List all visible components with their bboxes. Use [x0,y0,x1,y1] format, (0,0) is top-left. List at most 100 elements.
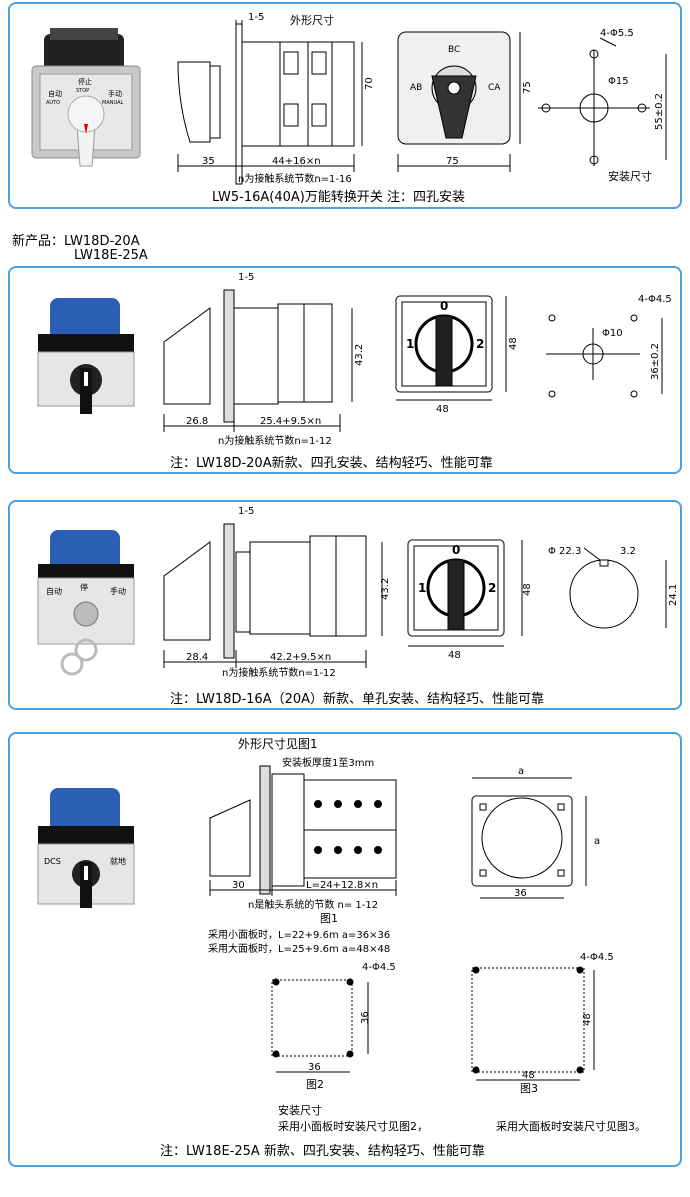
lw18d20-mount-diagram [546,314,663,398]
new-products-line1: 新产品：LW18D-20A [12,234,140,249]
lw18d20-dim-25: 25.4+9.5×n [260,416,321,427]
lw18e-outline-ref: 外形尺寸见图1 [238,737,318,751]
lw18d16-pos-2: 2 [488,581,496,595]
photo-local: 就地 [110,856,126,866]
panel-lw5: 停止 STOP 自动 AUTO 手动 MANUAL [8,2,682,209]
lw18d20-pos-2: 2 [476,337,484,351]
lw18d16-front-view [407,539,523,647]
lw18e-dim-L: L=24+12.8×n [306,880,378,891]
lw18e-fig3-diagram [471,966,595,1081]
lw18d16-pos-0: 0 [452,543,460,557]
photo-auto: 自动 [48,89,62,98]
photo-manual: 手动 [108,89,122,98]
lw5-mount-label: 安装尺寸 [608,169,652,183]
panel-lw18d-20a: 1-5 43.2 26.8 25.4+9.5×n n为接触系统节数n=1-12 … [8,266,682,474]
lw18d20-dim-26: 26.8 [186,416,208,427]
photo-dcs: DCS [44,857,61,866]
lw18e-caption: 注：LW18E-25A 新款、四孔安装、结构轻巧、性能可靠 [160,1144,485,1159]
photo-auto: 自动 [46,586,62,596]
lw18e-hole-a: 4-Φ4.5 [362,962,396,973]
lw18e-fig3: 图3 [520,1082,538,1095]
lw5-outline-label: 外形尺寸 [290,13,334,27]
lw5-dim-75v: 75 [522,81,533,94]
lw5-dim-44: 44+16×n [272,156,321,167]
lw18e-fig2: 图2 [306,1078,324,1091]
lw18e-dim-a-v: a [594,836,600,847]
lw5-n-note: n为接触系统节数n=1-16 [238,172,352,185]
lw5-caption: LW5-16A(40A)万能转换开关 注：四孔安装 [212,190,466,205]
lw5-dim-1-5: 1-5 [248,12,264,23]
lw18d20-dim-1-5: 1-5 [238,272,254,283]
lw5-product-photo: 停止 STOP 自动 AUTO 手动 MANUAL [31,28,141,167]
lw18e-dim-48v: 48 [582,1013,593,1026]
lw18d16-pos-1: 1 [418,581,426,595]
lw18e-hole-b: 4-Φ4.5 [580,952,614,963]
lw5-pos-ab: AB [410,83,422,93]
lw18d16-dim-48h: 48 [448,650,461,661]
lw18d16-side-view [163,523,383,668]
panel-lw18e-25a: DCS 就地 外形尺寸见图1 安装板厚度1至3mm 30 L=24+12.8×n… [8,732,682,1167]
lw5-pos-bc: BC [448,45,460,55]
lw18d16-dim-48v: 48 [522,583,533,596]
lw5-dim-70: 70 [364,77,375,90]
lw18d20-caption: 注：LW18D-20A新款、四孔安装、结构轻巧、性能可靠 [170,456,493,471]
photo-manual: 手动 [110,586,126,596]
lw5-side-view [177,20,363,185]
photo-auto-en: AUTO [46,100,60,106]
lw18e-mount-label: 安装尺寸 [278,1103,322,1117]
lw18d20-front-view [395,295,507,401]
lw18d20-drawing: 1-5 43.2 26.8 25.4+9.5×n n为接触系统节数n=1-12 … [37,272,672,447]
lw18d20-pos-0: 0 [440,299,448,313]
lw18d16-dim-42: 42.2+9.5×n [270,652,331,663]
lw5-hole-4: 4-Φ5.5 [600,28,634,39]
lw18d20-dim-48v: 48 [508,337,519,350]
lw5-pos-ca: CA [488,83,501,93]
lw5-dim-35: 35 [202,156,215,167]
lw18e-fig2-diagram [271,978,369,1073]
lw18e-product-photo: DCS 就地 [37,788,135,908]
lw18e-small-ref: 采用小面板时安装尺寸见图2， [278,1119,428,1133]
lw18d20-dim-48h: 48 [436,404,449,415]
lw18d16-phi22: Φ 22.3 [548,546,581,557]
lw18d16-dim-1-5: 1-5 [238,506,254,517]
lw18d16-n-note: n为接触系统节数n=1-12 [222,666,336,679]
lw5-hole-15: Φ15 [608,76,629,87]
lw18e-dim-48h: 48 [522,1070,535,1081]
lw18d16-dim-28: 28.4 [186,652,208,663]
lw18e-dim-36: 36 [514,888,527,899]
lw5-dim-55: 55±0.2 [654,93,665,130]
lw18d16-product-photo: 自动 停 手动 [37,530,135,676]
lw18e-dim-a: a [518,766,524,777]
lw18e-dim-30: 30 [232,880,245,891]
lw5-drawing: 停止 STOP 自动 AUTO 手动 MANUAL [31,12,667,185]
lw18e-dim-36h: 36 [308,1062,321,1073]
lw18d16-mount-diagram [569,547,667,629]
lw18e-fig1: 图1 [320,912,338,925]
lw18e-front-view [471,777,587,899]
lw18e-plate-thickness: 安装板厚度1至3mm [282,756,374,769]
lw18e-contact-dots [314,800,382,854]
lw18d16-dim-43: 43.2 [380,578,391,600]
lw18d16-drawing: 自动 停 手动 1-5 43.2 28.4 42.2+9.5×n n为接触系统节… [37,506,679,679]
lw18e-large-panel: 采用大面板时，L=25+9.6m a=48×48 [208,942,390,955]
lw18d20-dim-43: 43.2 [354,344,365,366]
lw18d16-dim-3-2: 3.2 [620,546,636,557]
lw18d20-hole-4: 4-Φ4.5 [638,294,672,305]
lw18d20-hole-10: Φ10 [602,328,623,339]
lw18d16-caption: 注：LW18D-16A（20A）新款、单孔安装、结构轻巧、性能可靠 [170,692,545,707]
lw18d20-side-view [163,289,353,432]
new-products-line2: LW18E-25A [74,248,148,263]
lw18d20-n-note: n为接触系统节数n=1-12 [218,434,332,447]
panel-lw18d-16a: 自动 停 手动 1-5 43.2 28.4 42.2+9.5×n n为接触系统节… [8,500,682,710]
lw18e-n-note: n是触头系统的节数 n= 1-12 [248,898,378,911]
lw18e-side-view [209,765,397,896]
photo-manual-en: MANUAL [102,100,124,106]
lw18e-small-panel: 采用小面板时，L=22+9.6m a=36×36 [208,928,390,941]
lw18d16-dim-24: 24.1 [668,584,679,606]
photo-stop-en: STOP [76,88,89,94]
lw18e-large-ref: 采用大面板时安装尺寸见图3。 [496,1119,646,1133]
lw18e-drawing: DCS 就地 外形尺寸见图1 安装板厚度1至3mm 30 L=24+12.8×n… [37,737,646,1133]
lw5-dim-75h: 75 [446,156,459,167]
photo-stop: 停止 [78,77,92,86]
lw18d20-pos-1: 1 [406,337,414,351]
